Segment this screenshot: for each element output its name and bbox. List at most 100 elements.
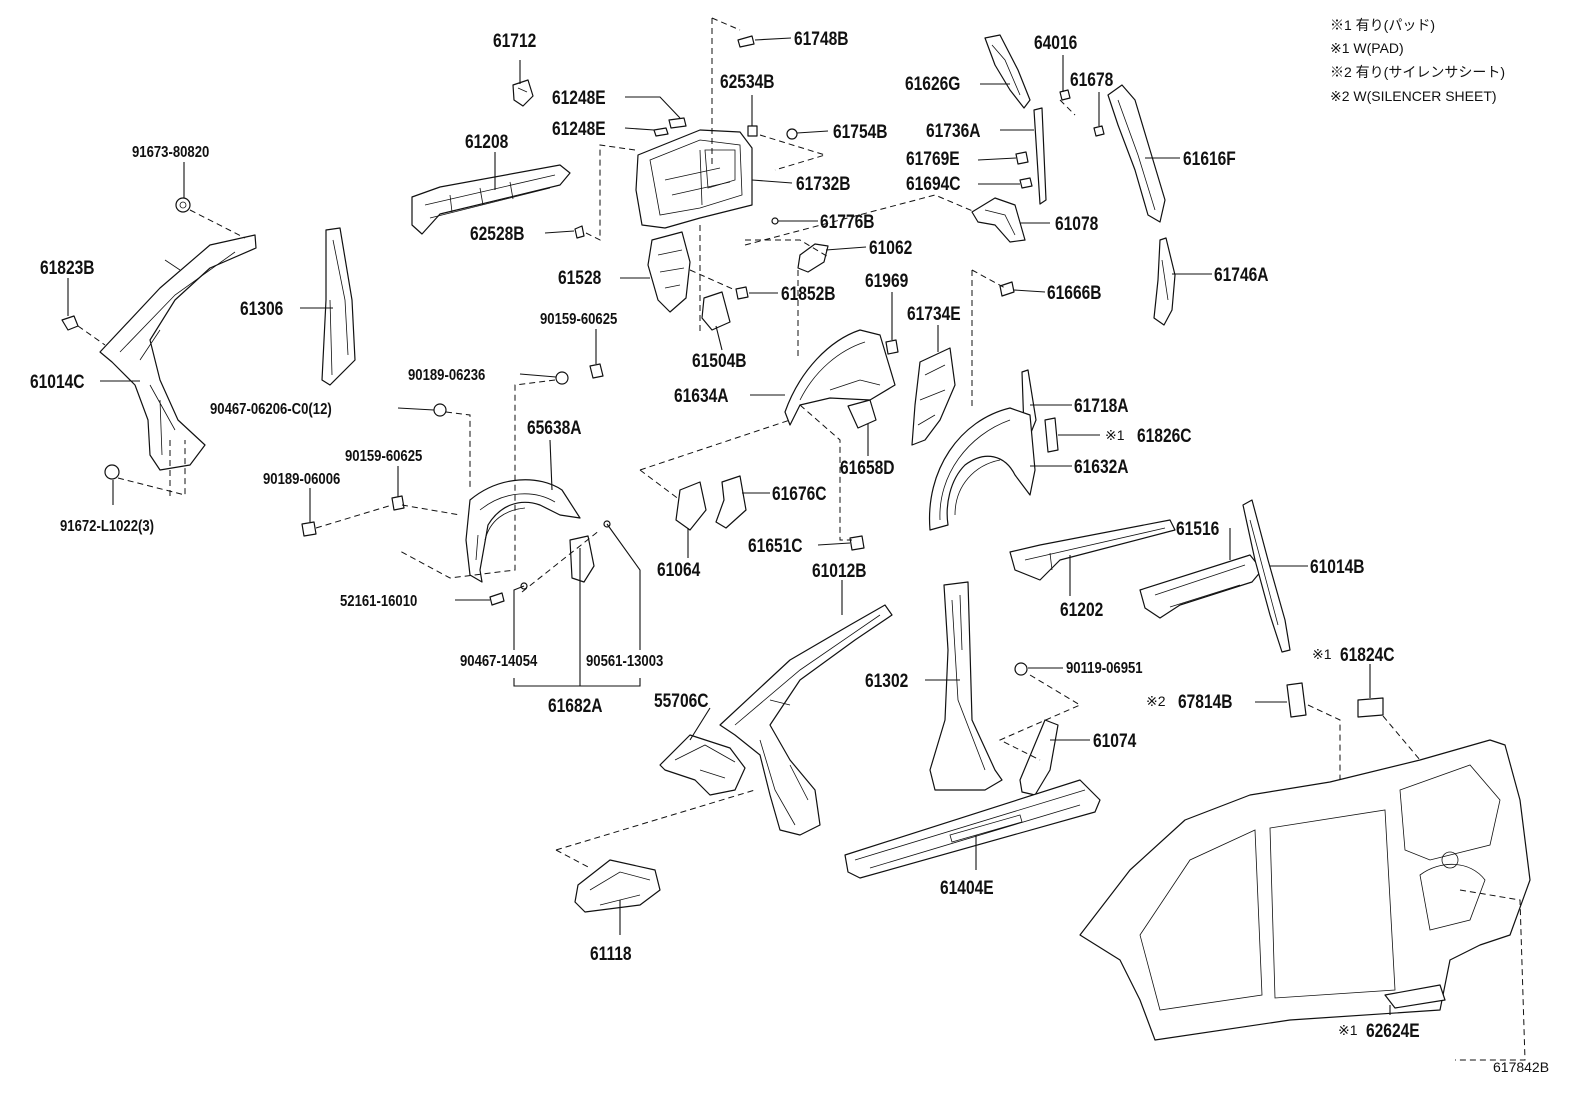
part-61736a-drawing xyxy=(1033,107,1047,205)
part-64016-drawing xyxy=(1059,89,1071,101)
part-90159-60625-drawing-2 xyxy=(391,495,405,511)
label-55706c: 55706C xyxy=(654,690,709,712)
part-90467-06206-drawing xyxy=(433,403,447,417)
label-61769e: 61769E xyxy=(906,148,960,170)
part-labels: 61712 61748B 62534B 61248E 61248E 61754B… xyxy=(30,28,1420,1042)
part-67814b-drawing xyxy=(1286,682,1307,718)
label-61718a: 61718A xyxy=(1074,395,1129,417)
label-61746a: 61746A xyxy=(1214,264,1269,286)
label-90159-60625: 90159-60625 xyxy=(540,311,617,328)
part-61528-drawing xyxy=(647,231,691,313)
part-61694c-drawing xyxy=(1019,177,1033,189)
label-61826c-note: ※1 xyxy=(1105,427,1125,443)
label-61202: 61202 xyxy=(1060,599,1103,621)
part-55706c-drawing xyxy=(659,734,746,796)
label-61012b: 61012B xyxy=(812,560,867,582)
part-61676c-drawing xyxy=(715,475,747,529)
label-67814b-note: ※2 xyxy=(1146,693,1166,709)
part-61306-drawing xyxy=(321,227,356,386)
label-61516: 61516 xyxy=(1176,518,1220,540)
part-61074-drawing xyxy=(1019,719,1059,796)
label-62528b: 62528B xyxy=(470,223,525,245)
label-65638a: 65638A xyxy=(527,417,582,439)
label-90189-06236: 90189-06236 xyxy=(408,367,485,384)
label-61748b: 61748B xyxy=(794,28,849,50)
part-52161-16010-drawing xyxy=(489,592,505,606)
part-61012b-drawing xyxy=(719,604,893,836)
part-91672-l1022-drawing xyxy=(104,464,120,480)
part-61769e-drawing xyxy=(1015,151,1029,165)
label-61528: 61528 xyxy=(558,267,602,289)
part-61634a-drawing xyxy=(784,329,896,426)
part-61014c-drawing xyxy=(99,234,257,471)
part-61748b-drawing xyxy=(737,35,755,48)
note-line-1: ※1 有り(パッド) xyxy=(1330,17,1435,33)
body-side-outer-panel-drawing xyxy=(1079,739,1531,1041)
part-61504b-drawing xyxy=(701,291,731,331)
label-61824c: 61824C xyxy=(1340,644,1395,666)
label-61823b: 61823B xyxy=(40,257,95,279)
part-91673-80820-drawing xyxy=(175,197,191,213)
part-61062-drawing xyxy=(797,243,829,273)
part-61302-drawing xyxy=(929,581,1003,791)
part-61746a-drawing xyxy=(1153,237,1176,326)
label-61694c: 61694C xyxy=(906,173,961,195)
label-90467-14054: 90467-14054 xyxy=(460,653,538,670)
part-61969-drawing xyxy=(885,339,899,355)
part-90119-06951-drawing xyxy=(1014,662,1028,676)
part-61754b-drawing xyxy=(786,128,798,140)
part-61014b-drawing xyxy=(1242,499,1291,653)
label-61118: 61118 xyxy=(590,943,632,965)
part-61712-drawing xyxy=(512,79,534,107)
label-61666b: 61666B xyxy=(1047,282,1102,304)
part-90189-06236-drawing xyxy=(555,371,569,385)
label-61732b: 61732B xyxy=(796,173,851,195)
label-61736a: 61736A xyxy=(926,120,981,142)
label-61248e: 61248E xyxy=(552,87,606,109)
label-61632a: 61632A xyxy=(1074,456,1129,478)
label-61658d: 61658D xyxy=(840,457,895,479)
label-61404e: 61404E xyxy=(940,877,994,899)
part-61826c-drawing xyxy=(1044,417,1059,453)
part-61734e-drawing xyxy=(911,347,956,446)
part-61248e-drawing-2 xyxy=(653,127,669,137)
label-61651c: 61651C xyxy=(748,535,803,557)
part-90189-06006-drawing xyxy=(301,521,317,537)
label-61014b: 61014B xyxy=(1310,556,1365,578)
label-61676c: 61676C xyxy=(772,483,827,505)
label-61504b: 61504B xyxy=(692,350,747,372)
label-61062: 61062 xyxy=(869,237,912,259)
part-61651c-drawing xyxy=(849,535,865,551)
label-67814b: 67814B xyxy=(1178,691,1233,713)
label-61014c: 61014C xyxy=(30,371,85,393)
part-61666b-drawing xyxy=(999,281,1015,297)
label-61824c-note: ※1 xyxy=(1312,646,1332,662)
part-61078-drawing xyxy=(971,197,1026,243)
label-62534b: 62534B xyxy=(720,71,775,93)
label-61754b: 61754B xyxy=(833,121,888,143)
label-61248e-2: 61248E xyxy=(552,118,606,140)
part-61678-drawing xyxy=(1093,125,1105,137)
label-61712: 61712 xyxy=(493,30,536,52)
label-90119-06951: 90119-06951 xyxy=(1066,660,1143,677)
label-61074: 61074 xyxy=(1093,730,1137,752)
note-line-4: ※2 W(SILENCER SHEET) xyxy=(1330,88,1497,104)
label-62624e-note: ※1 xyxy=(1338,1022,1358,1038)
part-61732b-drawing xyxy=(635,129,753,229)
label-62624e: 62624E xyxy=(1366,1020,1420,1042)
assembly-dashed-lines xyxy=(77,17,1526,1061)
part-61248e-drawing xyxy=(668,117,687,129)
part-61852b-drawing xyxy=(735,286,749,300)
part-61776b-drawing xyxy=(771,217,779,225)
label-61969: 61969 xyxy=(865,270,909,292)
label-61208: 61208 xyxy=(465,131,509,153)
part-61658d-drawing xyxy=(847,399,877,429)
note-line-2: ※1 W(PAD) xyxy=(1330,40,1404,56)
part-61118-drawing xyxy=(574,859,661,913)
part-65638a-drawing xyxy=(465,479,581,583)
label-61306: 61306 xyxy=(240,298,284,320)
diagram-reference-code: 617842B xyxy=(1493,1059,1549,1075)
part-61626g-drawing xyxy=(984,34,1031,109)
part-62528b-drawing xyxy=(574,225,585,239)
